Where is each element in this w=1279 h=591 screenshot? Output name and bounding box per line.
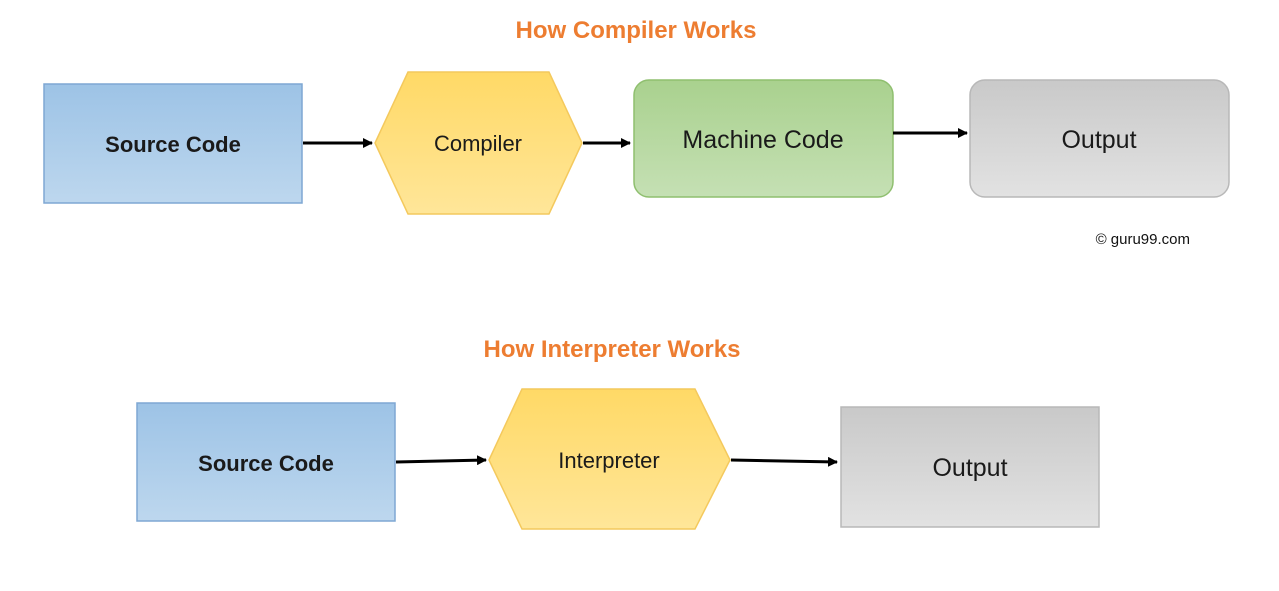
compiler-process-node: Compiler <box>374 71 583 215</box>
compiler-output-node: Output <box>969 79 1230 198</box>
compiler-title: How Compiler Works <box>516 17 757 44</box>
interpreter-arrow-interpreter-to-output <box>730 456 838 467</box>
compiler-section: How Compiler Works Source Code Compiler … <box>43 17 1230 248</box>
interpreter-source-label: Source Code <box>198 451 334 476</box>
interpreter-source-box <box>136 402 396 522</box>
interpreter-process-hexagon <box>488 388 731 530</box>
compiler-source-label: Source Code <box>105 132 241 157</box>
compiler-machine-box <box>633 79 894 198</box>
interpreter-output-label: Output <box>932 454 1007 482</box>
copyright-text: © guru99.com <box>1096 231 1190 248</box>
interpreter-output-node: Output <box>840 406 1100 528</box>
compiler-source-box <box>43 83 303 204</box>
compiler-machine-label: Machine Code <box>682 126 843 154</box>
compiler-source-node: Source Code <box>43 83 303 204</box>
compiler-output-box <box>969 79 1230 198</box>
interpreter-process-label: Interpreter <box>558 448 660 473</box>
interpreter-process-node: Interpreter <box>488 388 731 530</box>
compiler-output-label: Output <box>1061 126 1136 154</box>
interpreter-section: How Interpreter Works Source Code Interp… <box>136 336 1100 530</box>
compiler-process-label: Compiler <box>434 131 522 156</box>
compiler-process-hexagon <box>374 71 583 215</box>
interpreter-arrow-source-to-interpreter <box>395 455 487 466</box>
interpreter-output-box <box>840 406 1100 528</box>
interpreter-source-node: Source Code <box>136 402 396 522</box>
compiler-machine-node: Machine Code <box>633 79 894 198</box>
interpreter-title: How Interpreter Works <box>484 336 741 363</box>
